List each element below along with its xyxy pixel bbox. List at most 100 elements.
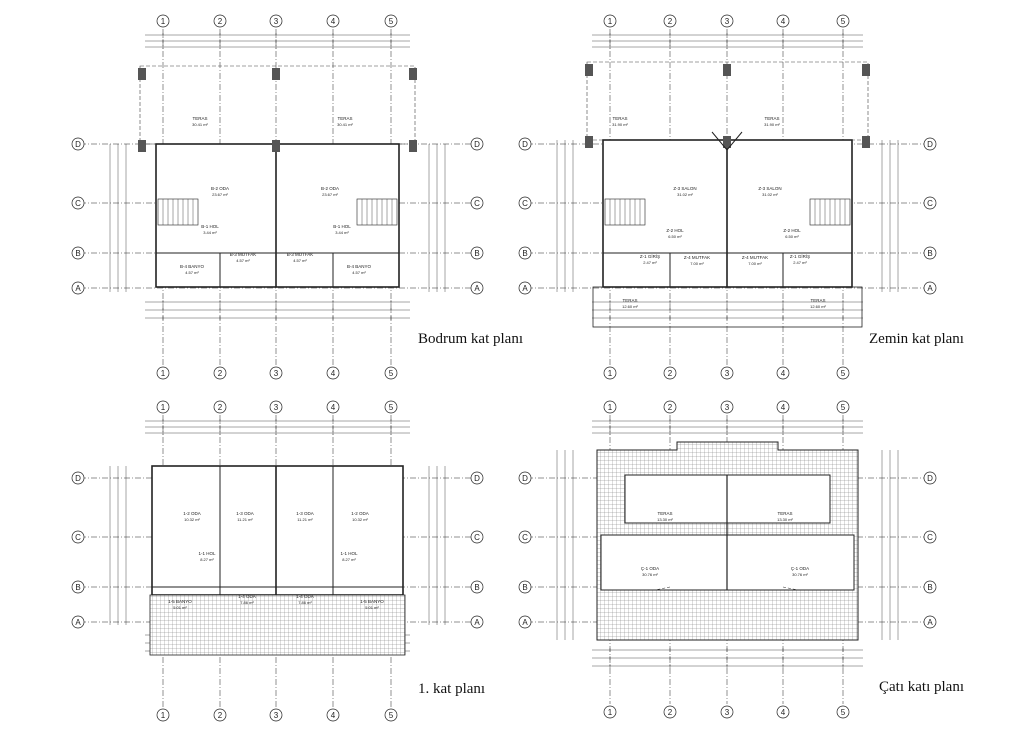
axis-bubble (836, 705, 850, 719)
axis-label: 1 (608, 17, 613, 26)
room-label: Ç-1 ODA (791, 566, 809, 571)
room-area: 7.86 m² (298, 600, 312, 605)
room-area: 13.30 m² (777, 517, 793, 522)
axis-bubble (663, 400, 677, 414)
axis-label: 2 (668, 708, 673, 717)
axis-bubble (384, 708, 398, 722)
room-area: 30.41 m² (192, 122, 208, 127)
axis-label: D (75, 474, 81, 483)
axis-bubble (470, 196, 484, 210)
axis-label: 4 (331, 369, 336, 378)
axis-bubble (384, 14, 398, 28)
room-area: 31.02 m² (677, 192, 693, 197)
room-label: B-1 HOL (333, 224, 351, 229)
axis-label: 2 (668, 17, 673, 26)
axis-bubble (326, 366, 340, 380)
room-label: Z-4 MUTFAK (684, 255, 710, 260)
structural-column (409, 68, 417, 80)
roof-slope (782, 586, 799, 591)
axis-label: 4 (331, 403, 336, 412)
axis-bubble (71, 615, 85, 629)
room-area: 7.00 m² (748, 261, 762, 266)
axis-label: B (474, 249, 479, 258)
axis-label: 3 (725, 369, 730, 378)
axis-label: 4 (781, 708, 786, 717)
axis-label: C (522, 533, 528, 542)
room-label: Z-2 HOL (783, 228, 801, 233)
axis-label: 1 (161, 369, 166, 378)
room-label: TERAS (622, 298, 637, 303)
room-label: TERAS (192, 116, 207, 121)
roof-slope (654, 586, 671, 591)
axis-label: A (474, 284, 480, 293)
axis-label: 5 (841, 403, 846, 412)
axis-bubble (603, 366, 617, 380)
structural-column (585, 136, 593, 148)
room-area: 30.76 m² (792, 572, 808, 577)
axis-bubble (470, 281, 484, 295)
axis-bubble (603, 14, 617, 28)
room-area: 31.90 m² (612, 122, 628, 127)
roof-tiles (149, 594, 406, 656)
room-label: B-4 BANYO (347, 264, 372, 269)
room-area: 31.90 m² (764, 122, 780, 127)
structural-column (138, 68, 146, 80)
axis-label: D (522, 474, 528, 483)
axis-label: C (927, 533, 933, 542)
axis-label: B (474, 583, 479, 592)
room-area: 4.57 m² (236, 258, 250, 263)
axis-bubble (923, 281, 937, 295)
axis-label: 3 (274, 403, 279, 412)
axis-bubble (776, 366, 790, 380)
structural-column (138, 140, 146, 152)
axis-bubble (71, 137, 85, 151)
axis-bubble (470, 246, 484, 260)
room-label: Z-3 SALON (758, 186, 781, 191)
axis-label: 1 (161, 711, 166, 720)
axis-label: 5 (389, 17, 394, 26)
room-label: 1-3 ODA (236, 511, 254, 516)
zemin-plan-title: Zemin kat planı (869, 331, 964, 347)
axis-label: 1 (608, 708, 613, 717)
structural-column (272, 68, 280, 80)
axis-label: B (927, 249, 932, 258)
axis-label: 5 (841, 17, 846, 26)
front-terrace (592, 286, 863, 328)
axis-label: 3 (274, 369, 279, 378)
axis-label: 1 (608, 403, 613, 412)
axis-bubble (326, 14, 340, 28)
axis-bubble (269, 14, 283, 28)
room-area: 3.44 m² (335, 230, 349, 235)
axis-bubble (71, 246, 85, 260)
axis-label: 5 (841, 708, 846, 717)
axis-label: 2 (668, 369, 673, 378)
cati-plan-title: Çatı katı planı (879, 679, 964, 695)
axis-label: D (522, 140, 528, 149)
axis-bubble (518, 615, 532, 629)
room-area: 10.32 m² (184, 517, 200, 522)
structural-column (723, 136, 731, 148)
room-label: B-3 MUTFAK (230, 252, 257, 257)
axis-label: A (474, 618, 480, 627)
axis-label: D (75, 140, 81, 149)
axis-bubble (71, 196, 85, 210)
outer-wall (151, 465, 404, 596)
room-label: TERAS (764, 116, 779, 121)
axis-label: 4 (781, 403, 786, 412)
room-area: 12.60 m² (622, 304, 638, 309)
axis-bubble (923, 471, 937, 485)
axis-label: A (522, 284, 528, 293)
axis-label: 2 (218, 17, 223, 26)
room-area: 13.30 m² (657, 517, 673, 522)
room-area: 4.57 m² (185, 270, 199, 275)
axis-bubble (269, 708, 283, 722)
room-label: TERAS (810, 298, 825, 303)
axis-label: 5 (389, 403, 394, 412)
room-label: 1-4 ODA (238, 594, 256, 599)
axis-bubble (663, 14, 677, 28)
room-label: 1-2 ODA (351, 511, 369, 516)
room-label: 1-5 BANYO (168, 599, 192, 604)
axis-bubble (470, 615, 484, 629)
